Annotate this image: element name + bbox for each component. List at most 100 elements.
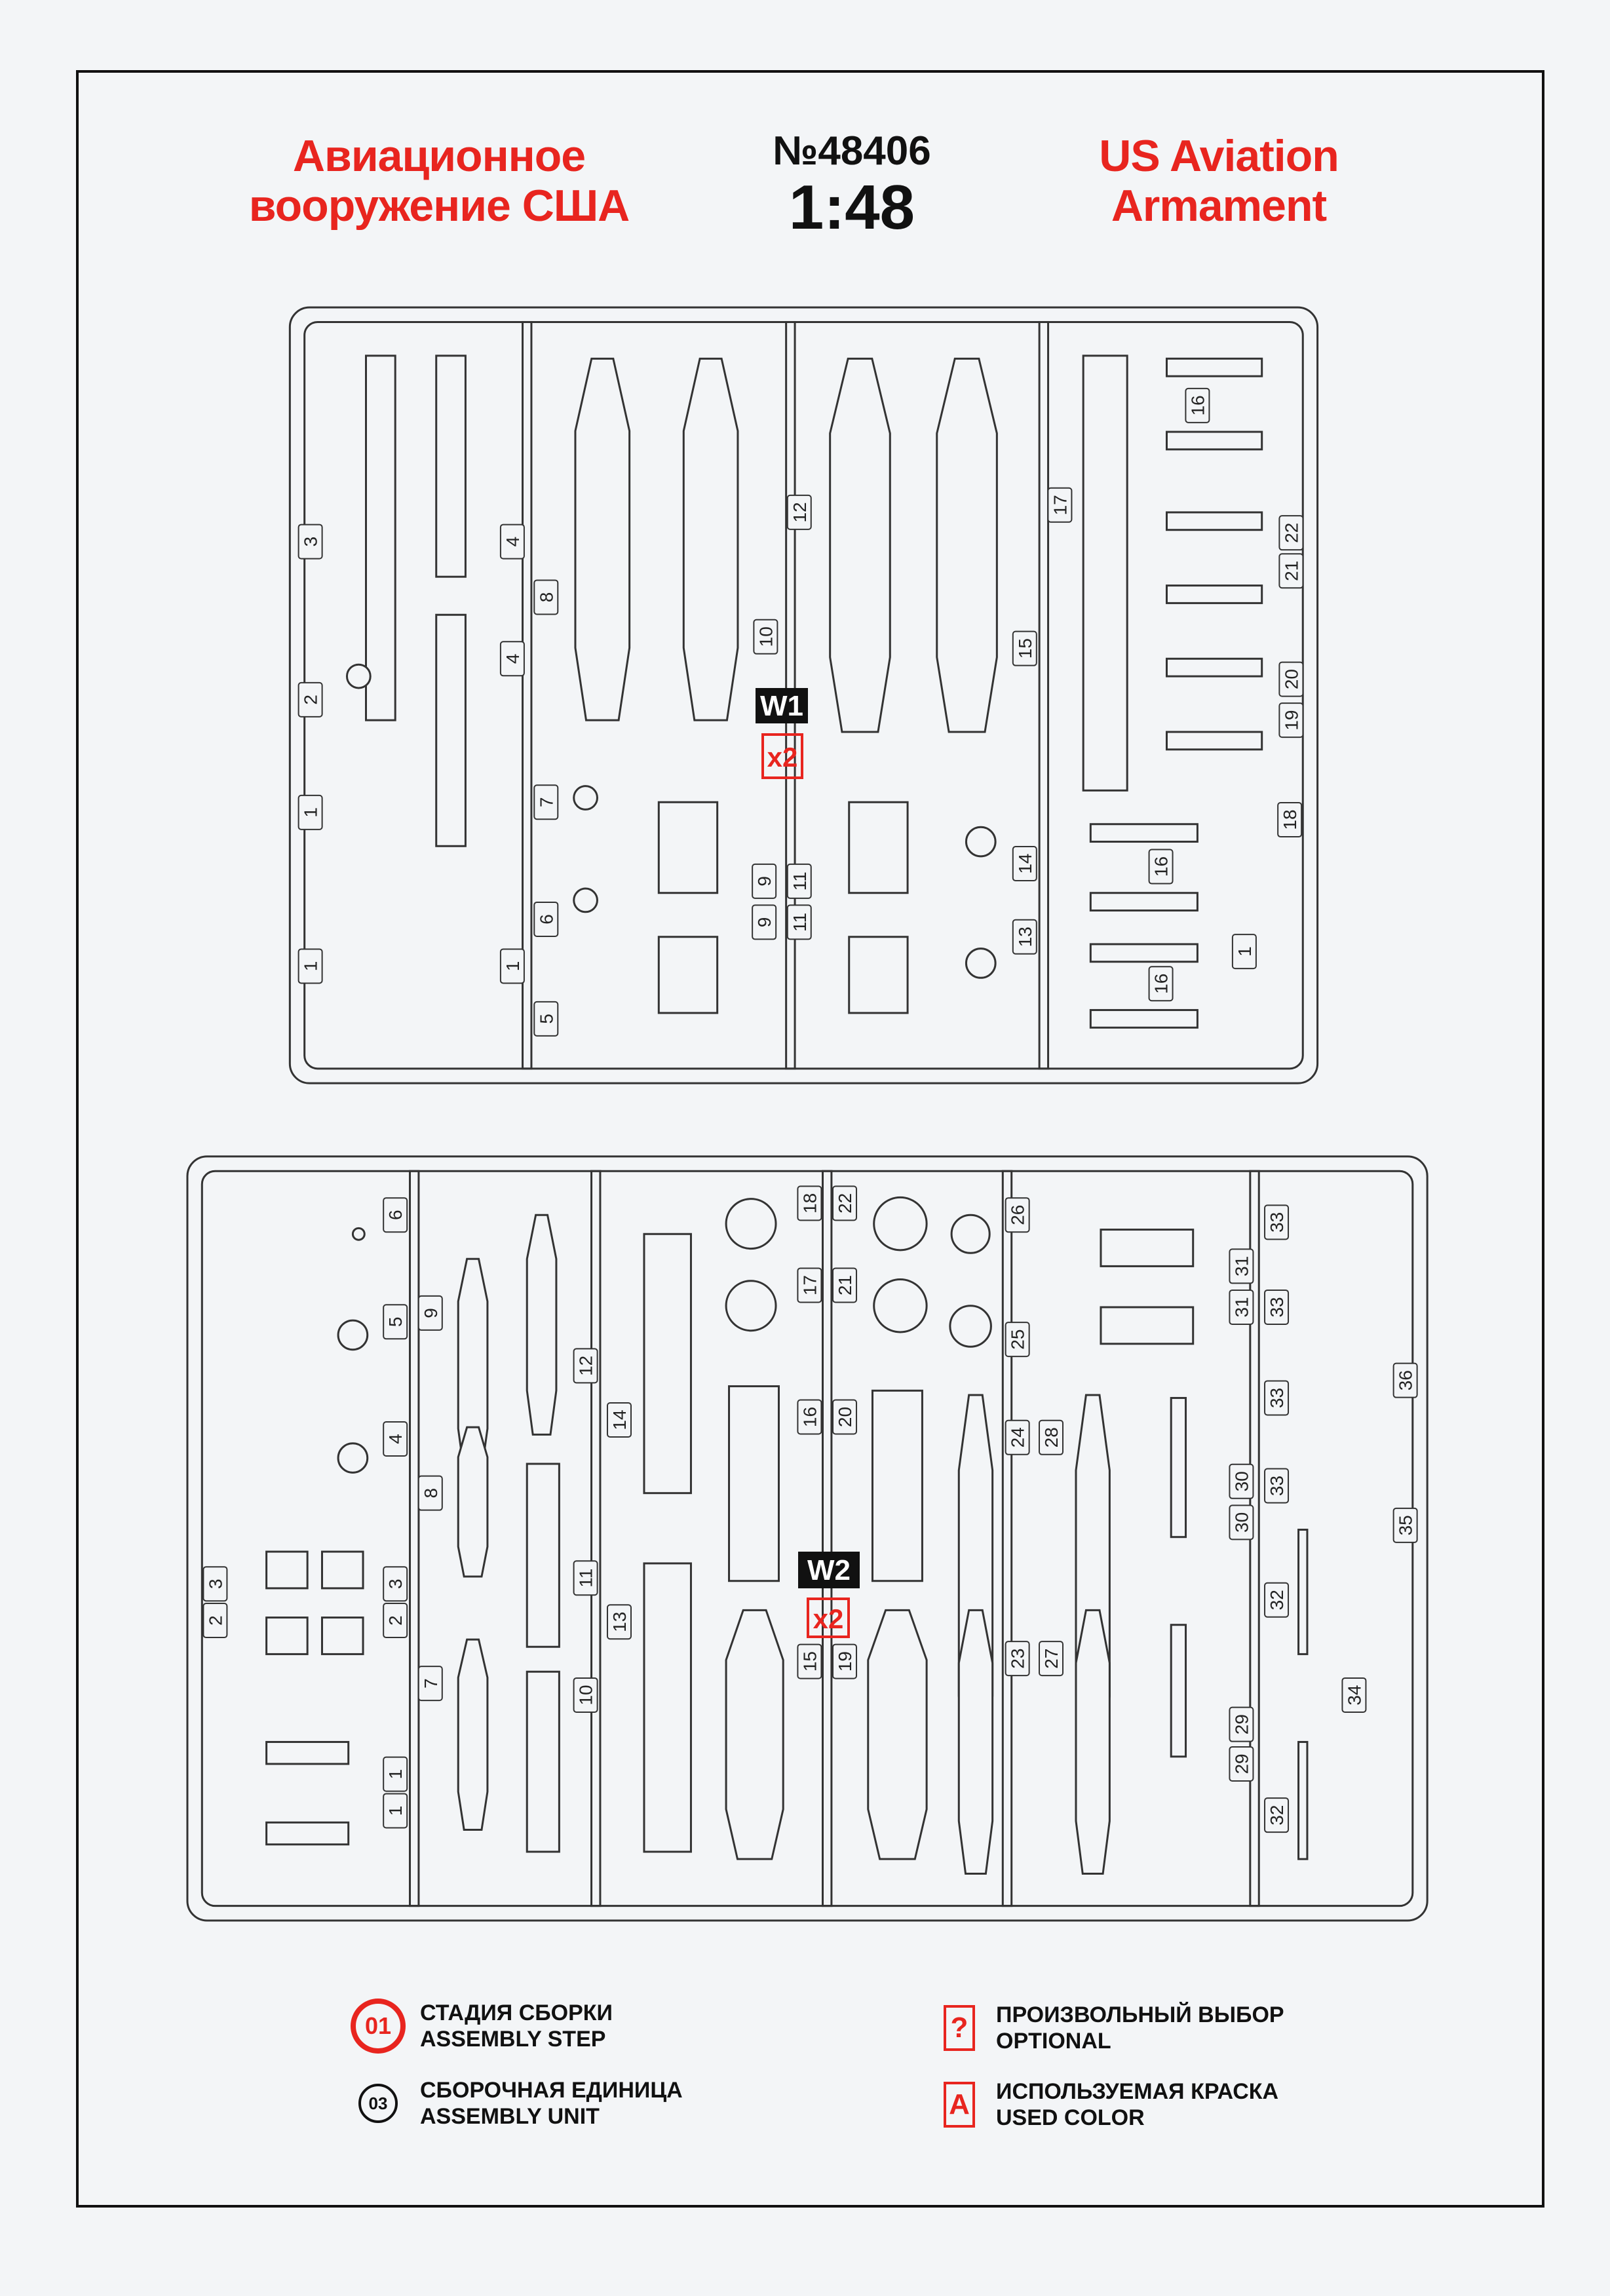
sprue-w2-part-tag bbox=[1229, 1248, 1254, 1284]
sprue-w1-part-number: 22 bbox=[1281, 523, 1301, 543]
launcher-panel bbox=[526, 1463, 560, 1648]
sprue-w2-part-number: 32 bbox=[1267, 1805, 1287, 1826]
small-fin bbox=[265, 1617, 309, 1655]
sprue-w2-part-tag bbox=[1264, 1380, 1290, 1416]
ring-part bbox=[965, 947, 997, 979]
launcher-panel bbox=[643, 1562, 692, 1853]
sprue-w1-part-tag bbox=[533, 901, 559, 937]
sprue-w2-part-tag bbox=[383, 1756, 408, 1792]
sprue-w1-part-tag bbox=[1012, 919, 1037, 955]
sprue-w2-part-number: 19 bbox=[835, 1651, 855, 1672]
sprue-w2-part-tag bbox=[797, 1399, 822, 1435]
launcher-panel bbox=[526, 1670, 560, 1853]
fuel-tank-half bbox=[682, 357, 739, 721]
sprue-w2-part-number: 5 bbox=[385, 1317, 406, 1328]
sprue-w2-part-tag bbox=[1229, 1746, 1254, 1782]
sprue-w2-part-tag bbox=[797, 1643, 822, 1679]
sprue-w1-part-number: 7 bbox=[536, 797, 556, 807]
antenna-part bbox=[1170, 1396, 1187, 1539]
sprue-w1-part-tag bbox=[533, 1001, 559, 1037]
sprue-w1-part-number: 14 bbox=[1015, 853, 1035, 873]
sprue-w1-part-number: 13 bbox=[1015, 927, 1035, 947]
title-en-line2: Armament bbox=[1111, 181, 1327, 231]
sprue-w1-part-tag bbox=[499, 641, 525, 677]
sprue-w2-part-number: 26 bbox=[1008, 1205, 1028, 1225]
sprue-w1-part-number: 5 bbox=[536, 1014, 556, 1024]
sprue-w1-part-tag bbox=[752, 904, 777, 940]
small-bracket bbox=[1165, 357, 1263, 377]
sprue-w1-tag: W1 x2 bbox=[756, 688, 808, 779]
sprue-w2-part-tag bbox=[1392, 1507, 1418, 1543]
sprue-w2-part-tag bbox=[1005, 1322, 1030, 1358]
sprue-w2-part-tag bbox=[383, 1603, 408, 1639]
sprue-w2-part-tag bbox=[797, 1267, 822, 1303]
sprue-w2-part-number: 22 bbox=[835, 1193, 855, 1214]
small-fin bbox=[320, 1617, 364, 1655]
sprue-w2-part-tag bbox=[417, 1475, 443, 1511]
sprue-w2-part-tag bbox=[383, 1793, 408, 1829]
sprue-w1-part-number: 11 bbox=[790, 871, 810, 890]
optional-ru: ПРОИЗВОЛЬНЫЙ ВЫБОР bbox=[996, 2002, 1284, 2027]
sprue-w2-part-number: 34 bbox=[1344, 1685, 1364, 1705]
sprue-w1-part-tag bbox=[786, 904, 812, 940]
sprue-w1-part-number: 16 bbox=[1151, 856, 1172, 877]
sprue-w1-part-number: 19 bbox=[1281, 710, 1301, 731]
sprue-w2-part-number: 16 bbox=[799, 1407, 820, 1427]
sprue-w2-part-tag bbox=[1264, 1289, 1290, 1325]
sprue-w2-part-number: 18 bbox=[799, 1193, 820, 1214]
rocket-tube-cap bbox=[725, 1198, 777, 1250]
sprue-w2-part-tag bbox=[573, 1348, 598, 1384]
sprue-w2-part-number: 24 bbox=[1008, 1427, 1028, 1447]
small-disc bbox=[351, 1227, 366, 1241]
kit-info: №48406 1:48 bbox=[747, 128, 957, 240]
sprue-w1-part-number: 9 bbox=[754, 917, 775, 928]
sprue-w2-part-tag bbox=[1005, 1197, 1030, 1233]
assembly-unit-en: ASSEMBLY UNIT bbox=[420, 2104, 600, 2129]
sprue-w2-label: W2 bbox=[807, 1554, 851, 1586]
sprue-w2-part-number: 8 bbox=[421, 1488, 441, 1499]
sprue-w2-part-number: 36 bbox=[1396, 1370, 1416, 1390]
sprue-w1-part-number: 8 bbox=[536, 592, 556, 603]
title-russian: Авиационное вооружение США bbox=[216, 131, 662, 231]
sprue-w2-part-number: 1 bbox=[385, 1806, 406, 1816]
sprue-w1-part-tag bbox=[1231, 934, 1257, 970]
rod-part bbox=[1297, 1529, 1309, 1655]
bomb-half bbox=[1075, 1609, 1111, 1875]
sprue-w1-part-tag bbox=[297, 794, 323, 830]
sprue-w1-part-number: 6 bbox=[536, 914, 556, 925]
sprue-w2-part-number: 3 bbox=[205, 1578, 225, 1589]
sprue-w2-part-number: 28 bbox=[1041, 1427, 1062, 1447]
sprue-w2-part-tag bbox=[832, 1267, 858, 1303]
sprue-w1-part-number: 1 bbox=[301, 961, 321, 972]
rail-part bbox=[435, 354, 467, 578]
sprue-w2-part-number: 9 bbox=[421, 1308, 441, 1318]
ring-part bbox=[949, 1305, 992, 1348]
fin-part bbox=[1100, 1229, 1195, 1267]
bomb-half bbox=[957, 1609, 994, 1875]
sprue-w1-part-tag bbox=[533, 579, 559, 615]
sprue-w1-part-number: 4 bbox=[503, 537, 523, 547]
sprue-w2-part-tag bbox=[573, 1560, 598, 1596]
sprue-w2-part-tag bbox=[1039, 1419, 1064, 1455]
small-fin bbox=[320, 1550, 364, 1590]
sprue-w2-part-number: 27 bbox=[1041, 1649, 1062, 1669]
small-fin bbox=[265, 1550, 309, 1590]
sprue-w1-part-number: 2 bbox=[301, 695, 321, 705]
fuel-tank-half bbox=[829, 357, 891, 733]
small-bracket bbox=[1165, 584, 1263, 604]
sprue-w2-part-number: 10 bbox=[576, 1685, 596, 1705]
sprue-w1-part-tag bbox=[1278, 661, 1304, 697]
sprue-w2-part-tag bbox=[383, 1304, 408, 1340]
sprue-w2-part-number: 33 bbox=[1267, 1212, 1287, 1233]
sprue-w1-part-tag bbox=[1278, 553, 1304, 589]
sprue-w1-part-number: 18 bbox=[1280, 809, 1300, 830]
ring-part bbox=[950, 1214, 991, 1254]
sprue-w2-part-number: 2 bbox=[205, 1615, 225, 1626]
sprue-w2-part-tag bbox=[1005, 1641, 1030, 1677]
sprue-w2-part-tag bbox=[1264, 1204, 1290, 1240]
small-bracket bbox=[1165, 511, 1263, 531]
